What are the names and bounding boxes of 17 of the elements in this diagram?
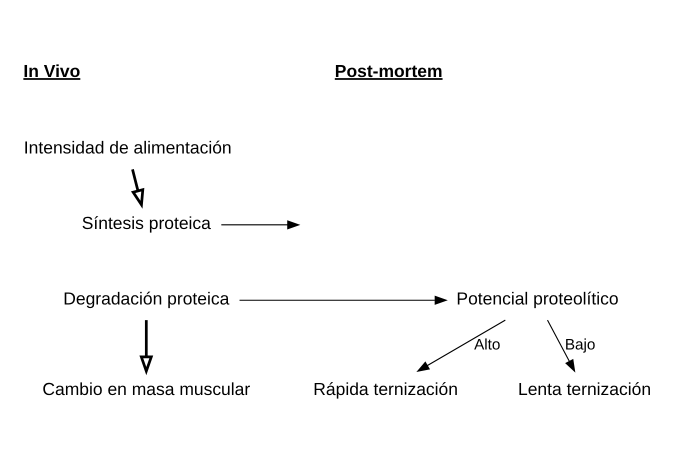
edge-label: Alto [474,336,500,354]
arrow [547,319,576,372]
node-text: Degradación proteica [63,288,230,308]
arrow [130,168,144,208]
label: Post-mortem [334,60,443,81]
node-text: Cambio en masa muscular [42,378,250,399]
node-text: Potencial proteolítico [456,288,619,308]
label: In Vivo [23,60,80,81]
edge-label: Bajo [564,336,596,354]
node-text: Lenta ternización [518,378,652,399]
node-text: Síntesis proteica [82,212,211,233]
arrow [139,320,154,375]
arrow [221,220,300,229]
node-text: Rápida ternización [313,378,458,399]
node-text: Intensidad de alimentación [24,137,232,158]
arrow [416,319,506,372]
arrow [240,295,448,304]
